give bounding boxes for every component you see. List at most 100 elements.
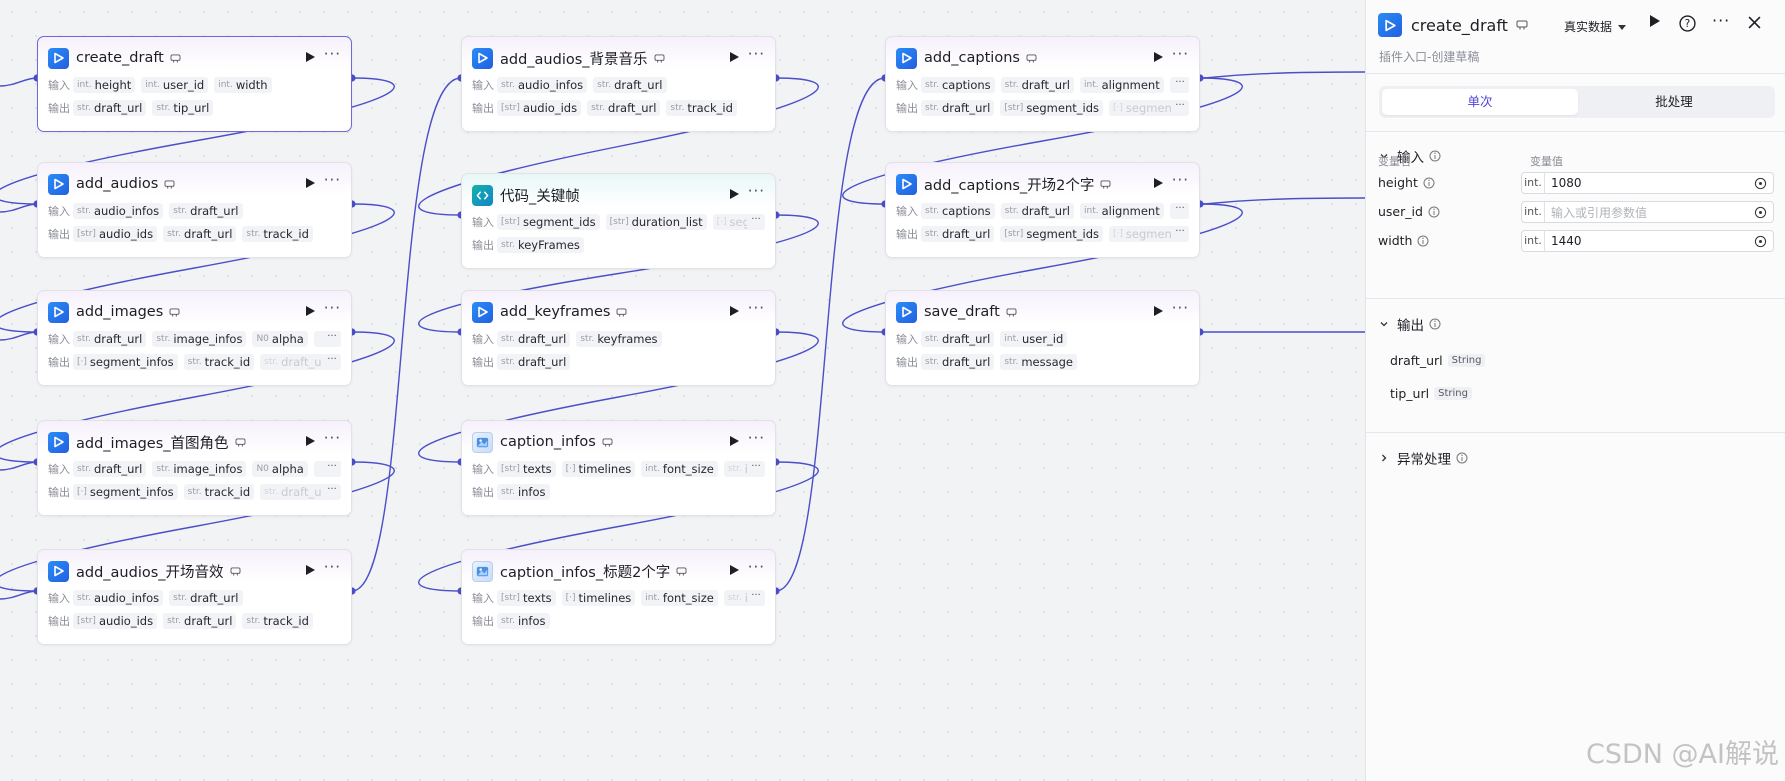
params-more-icon[interactable]: ··· — [747, 590, 765, 606]
run-node-icon[interactable] — [306, 565, 315, 575]
run-icon[interactable] — [1650, 15, 1660, 27]
node-header: add_audios_背景音乐 — [472, 46, 767, 70]
run-node-icon[interactable] — [1154, 178, 1163, 188]
plugin-icon — [48, 173, 69, 195]
input-section-title: 输入 — [1397, 150, 1424, 166]
param-type: [·] — [77, 357, 87, 367]
run-node-icon[interactable] — [730, 306, 739, 316]
node-more-icon[interactable]: ··· — [747, 45, 765, 63]
run-node-icon[interactable] — [730, 189, 739, 199]
node-title: 代码_关键帧 — [500, 188, 580, 205]
workflow-node-n10[interactable]: caption_infos_标题2个字···输入[str]texts[·]tim… — [461, 549, 776, 645]
tab-single[interactable]: 单次 — [1382, 89, 1578, 115]
input-param-tag: [str]duration_list — [605, 214, 707, 230]
plugin-badge-icon — [158, 179, 175, 189]
run-node-icon[interactable] — [730, 436, 739, 446]
node-more-icon[interactable]: ··· — [747, 429, 765, 447]
field-input-height[interactable]: int.1080 — [1521, 172, 1774, 194]
node-more-icon[interactable]: ··· — [1171, 171, 1189, 189]
input-section-header[interactable]: 输入 — [1379, 146, 1441, 166]
params-more-icon[interactable]: ··· — [747, 214, 765, 230]
node-title: add_audios_开场音效 — [76, 564, 224, 581]
run-node-icon[interactable] — [306, 306, 315, 316]
node-more-icon[interactable]: ··· — [1171, 45, 1189, 63]
field-value[interactable]: 输入或引用参数值 — [1551, 205, 1648, 220]
param-name: draft_url — [93, 101, 143, 115]
params-more-icon[interactable]: ··· — [1171, 203, 1189, 219]
field-input-user_id[interactable]: int.输入或引用参数值 — [1521, 201, 1774, 223]
run-node-icon[interactable] — [730, 565, 739, 575]
param-type: str. — [1004, 80, 1019, 90]
node-more-icon[interactable]: ··· — [323, 299, 341, 317]
reference-variable-icon[interactable] — [1754, 235, 1767, 248]
node-more-icon[interactable]: ··· — [747, 299, 765, 317]
output-section-header[interactable]: 输出 — [1379, 314, 1441, 334]
node-more-icon[interactable]: ··· — [747, 558, 765, 576]
workflow-node-n7[interactable]: 代码_关键帧···输入[str]segment_ids[str]duration… — [461, 173, 776, 269]
node-more-icon[interactable]: ··· — [323, 171, 341, 189]
param-name: track_id — [263, 614, 309, 628]
params-more-icon[interactable]: ··· — [323, 331, 341, 347]
data-mode-select[interactable]: 真实数据 — [1564, 18, 1627, 35]
param-type: str. — [156, 103, 171, 113]
node-more-icon[interactable]: ··· — [323, 429, 341, 447]
run-node-icon[interactable] — [306, 52, 315, 62]
run-node-icon[interactable] — [730, 52, 739, 62]
plugin-icon — [896, 173, 917, 195]
run-mode-tabs: 单次 批处理 — [1379, 86, 1775, 118]
run-node-icon[interactable] — [1154, 306, 1163, 316]
param-type: int. — [1084, 80, 1099, 90]
error-section-header[interactable]: 异常处理 — [1379, 448, 1468, 468]
param-name: draft_url — [941, 101, 991, 115]
node-more-icon[interactable]: ··· — [323, 558, 341, 576]
more-icon[interactable]: ··· — [1712, 11, 1731, 30]
params-more-icon[interactable]: ··· — [323, 354, 341, 370]
node-more-icon[interactable]: ··· — [747, 182, 765, 200]
field-value[interactable]: 1440 — [1551, 234, 1582, 248]
node-more-icon[interactable]: ··· — [1171, 299, 1189, 317]
field-value[interactable]: 1080 — [1551, 176, 1582, 190]
run-node-icon[interactable] — [306, 178, 315, 188]
run-node-icon[interactable] — [1154, 52, 1163, 62]
param-type: str. — [727, 593, 742, 603]
params-more-icon[interactable]: ··· — [1171, 100, 1189, 116]
node-more-icon[interactable]: ··· — [323, 45, 341, 63]
reference-variable-icon[interactable] — [1754, 177, 1767, 190]
workflow-node-n9[interactable]: caption_infos···输入[str]texts[·]timelines… — [461, 420, 776, 516]
params-more-icon[interactable]: ··· — [747, 461, 765, 477]
params-more-icon[interactable]: ··· — [323, 484, 341, 500]
output-param-tag: [·]segment_infos — [73, 484, 178, 500]
output-param-tag: str.message — [1000, 354, 1077, 370]
field-input-width[interactable]: int. 1440 — [1521, 230, 1774, 252]
tab-batch[interactable]: 批处理 — [1655, 94, 1693, 109]
param-type: str. — [580, 334, 595, 344]
params-more-icon[interactable]: ··· — [1171, 77, 1189, 93]
help-icon[interactable]: ? — [1679, 15, 1696, 32]
plugin-badge-icon — [229, 437, 246, 447]
params-more-icon[interactable]: ··· — [1171, 226, 1189, 242]
param-name: audio_ids — [522, 101, 578, 115]
run-node-icon[interactable] — [306, 436, 315, 446]
close-icon[interactable] — [1748, 16, 1761, 29]
plugin-badge-icon — [670, 566, 687, 576]
param-name: audio_infos — [517, 78, 584, 92]
plugin-icon — [48, 301, 69, 323]
output-param-tag: str.track_id — [242, 613, 313, 629]
field-type: int. — [1522, 231, 1545, 251]
param-type: int. — [145, 80, 160, 90]
params-more-icon[interactable]: ··· — [323, 461, 341, 477]
reference-variable-icon[interactable] — [1754, 206, 1767, 219]
